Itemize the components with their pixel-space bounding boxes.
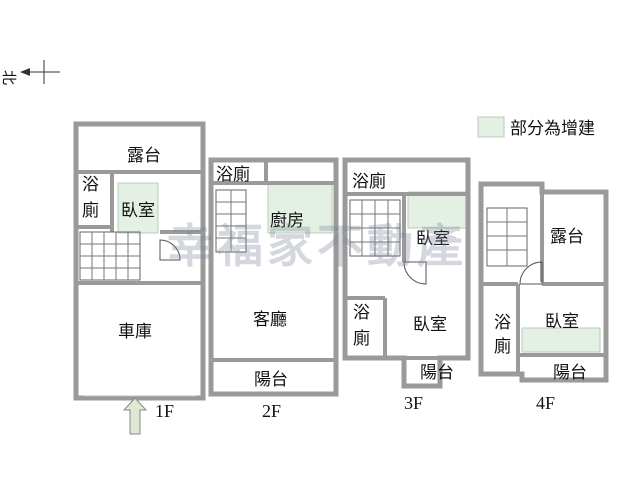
legend: 部分為增建 — [477, 116, 595, 139]
floor-3f: 浴廁 臥室 浴 廁 臥室 陽台 3F — [342, 157, 471, 413]
room-garage: 車庫 — [118, 322, 152, 342]
door-icon — [403, 261, 427, 285]
outer-wall — [208, 157, 339, 397]
floor-4f: 露台 浴 廁 臥室 陽台 4F — [478, 181, 609, 413]
room-bath-line2: 廁 — [494, 336, 511, 357]
floor-label-1f: 1F — [155, 401, 174, 421]
room-bath-line1: 浴 — [82, 175, 99, 195]
room-balcony: 陽台 — [254, 370, 288, 390]
room-bedroom: 臥室 — [121, 201, 155, 221]
room-terrace: 露台 — [127, 146, 161, 166]
staircase — [486, 207, 528, 267]
room-bedroom-top: 臥室 — [416, 229, 450, 249]
room-bath-line2: 廁 — [82, 200, 99, 221]
room-living: 客廳 — [253, 310, 287, 330]
staircase — [79, 231, 141, 281]
outer-wall — [342, 157, 471, 389]
addition-area — [407, 191, 467, 229]
room-bath-line1: 浴 — [494, 313, 511, 333]
outer-wall — [478, 181, 609, 383]
legend-swatch — [477, 116, 505, 138]
staircase — [215, 189, 247, 253]
room-bath: 浴 廁 — [82, 175, 104, 221]
entry-arrow-icon — [122, 397, 148, 435]
floor-label-4f: 4F — [536, 393, 555, 413]
room-balcony: 陽台 — [420, 363, 454, 383]
room-terrace: 露台 — [550, 227, 584, 247]
floor-label-2f: 2F — [262, 401, 281, 421]
addition-area — [117, 182, 159, 234]
floor-1f: 露台 浴 廁 臥室 車庫 1F — [73, 121, 206, 435]
room-bath-top: 浴廁 — [352, 171, 386, 192]
addition-area — [521, 327, 601, 353]
door-icon — [519, 261, 543, 285]
watermark: 幸福家不動產 — [167, 219, 467, 273]
north-arrow-icon — [20, 68, 30, 76]
staircase — [349, 199, 401, 257]
room-bath: 浴廁 — [216, 164, 250, 185]
room-bedroom: 臥室 — [545, 312, 579, 332]
door-icon — [159, 239, 181, 261]
room-bath: 浴 廁 — [494, 313, 516, 357]
outer-wall — [73, 121, 206, 401]
room-bath-side: 浴 廁 — [353, 303, 375, 349]
legend-label: 部分為增建 — [510, 119, 595, 139]
floor-label-3f: 3F — [404, 393, 423, 413]
addition-area — [267, 182, 333, 234]
room-kitchen: 廚房 — [270, 210, 304, 231]
room-bath-side-line2: 廁 — [353, 328, 370, 349]
room-balcony: 陽台 — [553, 363, 587, 383]
room-bath-side-line1: 浴 — [353, 303, 370, 323]
floor-2f: 浴廁 廚房 客廳 陽台 2F — [208, 157, 339, 421]
room-bedroom-bottom: 臥室 — [413, 315, 447, 335]
north-indicator: 北 — [0, 60, 60, 85]
compass-label: 北 — [0, 70, 18, 85]
